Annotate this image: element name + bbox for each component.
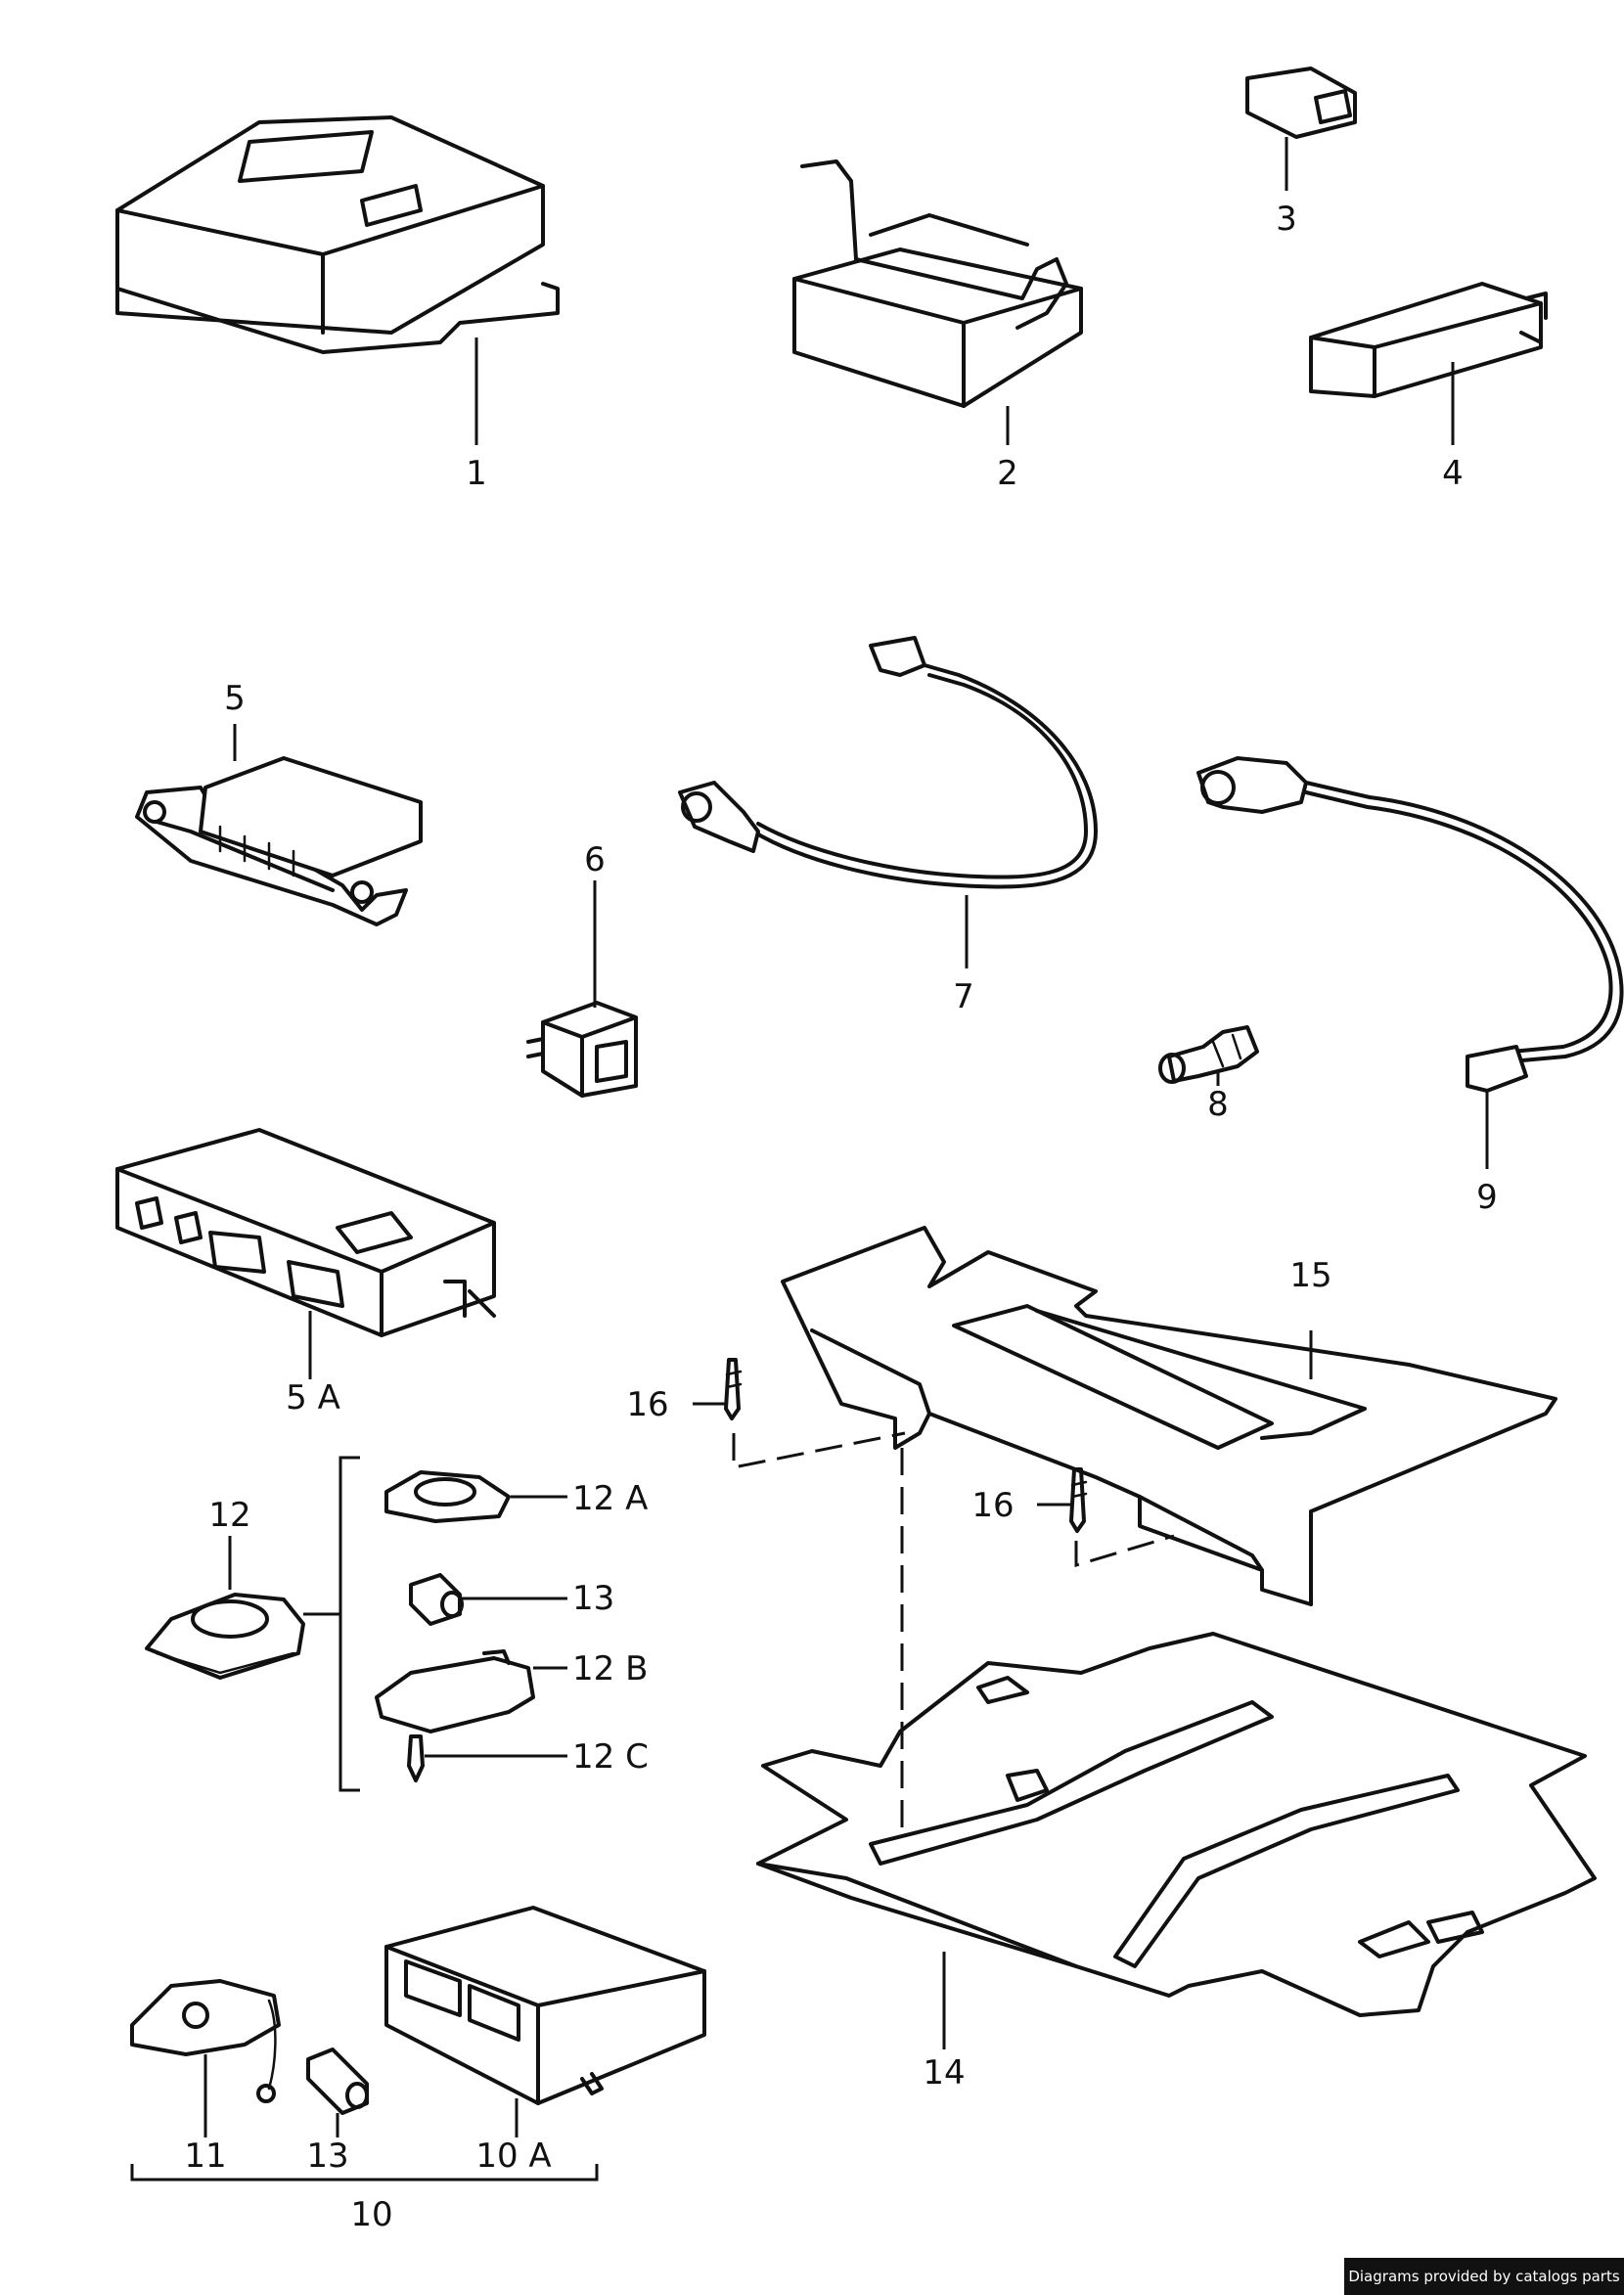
part-13-battery bbox=[409, 1573, 567, 1626]
part-3-relay bbox=[1245, 67, 1357, 191]
part-12b-housing bbox=[375, 1649, 567, 1733]
callout-16-right: 16 bbox=[971, 1486, 1014, 1525]
callout-3: 3 bbox=[1276, 200, 1297, 239]
callout-7: 7 bbox=[953, 977, 974, 1016]
part-11-key-fob bbox=[130, 1979, 281, 2138]
callout-16-left: 16 bbox=[626, 1385, 668, 1424]
part-14-mounting-plate bbox=[756, 1632, 1597, 2049]
callout-10a: 10 A bbox=[475, 2137, 551, 2176]
part-10a-control-unit bbox=[384, 1906, 706, 2138]
callout-9: 9 bbox=[1476, 1178, 1498, 1217]
callout-13-upper: 13 bbox=[572, 1579, 614, 1618]
part-16-screw-right bbox=[1037, 1467, 1088, 1533]
callout-14: 14 bbox=[923, 2053, 965, 2092]
part-6-cube-relay bbox=[526, 880, 638, 1098]
part-5-ignition-module bbox=[135, 724, 423, 926]
callout-1: 1 bbox=[466, 454, 487, 493]
callout-12: 12 bbox=[208, 1496, 250, 1535]
part-2-bracket-module bbox=[792, 159, 1083, 445]
part-4-rectangular-relay bbox=[1309, 282, 1548, 445]
callout-13-lower: 13 bbox=[306, 2137, 348, 2176]
footer-credit-banner: Diagrams provided by catalogs parts bbox=[1344, 2258, 1624, 2295]
part-12-remote-transmitter bbox=[145, 1536, 305, 1680]
callout-12c: 12 C bbox=[572, 1737, 649, 1777]
callout-8: 8 bbox=[1207, 1085, 1229, 1124]
part-12c-screw bbox=[407, 1734, 567, 1782]
part-5a-long-module bbox=[115, 1128, 496, 1379]
callout-5: 5 bbox=[224, 679, 246, 718]
footer-credit-text: Diagrams provided by catalogs parts bbox=[1348, 2268, 1620, 2285]
callout-2: 2 bbox=[997, 454, 1018, 493]
callout-15: 15 bbox=[1289, 1256, 1331, 1295]
callout-4: 4 bbox=[1442, 454, 1464, 493]
part-16-screw-left bbox=[693, 1358, 743, 1420]
callout-6: 6 bbox=[584, 840, 606, 879]
part-8-connector bbox=[1158, 1025, 1259, 1086]
callout-12b: 12 B bbox=[572, 1649, 648, 1688]
callout-12a: 12 A bbox=[572, 1479, 648, 1518]
part-13-battery-2 bbox=[306, 2048, 369, 2138]
callout-11: 11 bbox=[184, 2137, 226, 2176]
part-10-group-bracket bbox=[130, 2164, 599, 2182]
part-1-control-unit bbox=[115, 115, 560, 445]
part-15-upper-bracket bbox=[781, 1226, 1557, 1606]
callout-10: 10 bbox=[350, 2195, 392, 2234]
part-12a-button-cover bbox=[384, 1470, 567, 1523]
assembly-dash-lines bbox=[732, 1431, 1175, 1829]
part-7-knock-sensor bbox=[678, 636, 1098, 968]
part-12-group-bracket bbox=[303, 1456, 360, 1792]
callout-5a: 5 A bbox=[286, 1378, 340, 1418]
part-9-speed-sensor bbox=[1196, 756, 1624, 1169]
